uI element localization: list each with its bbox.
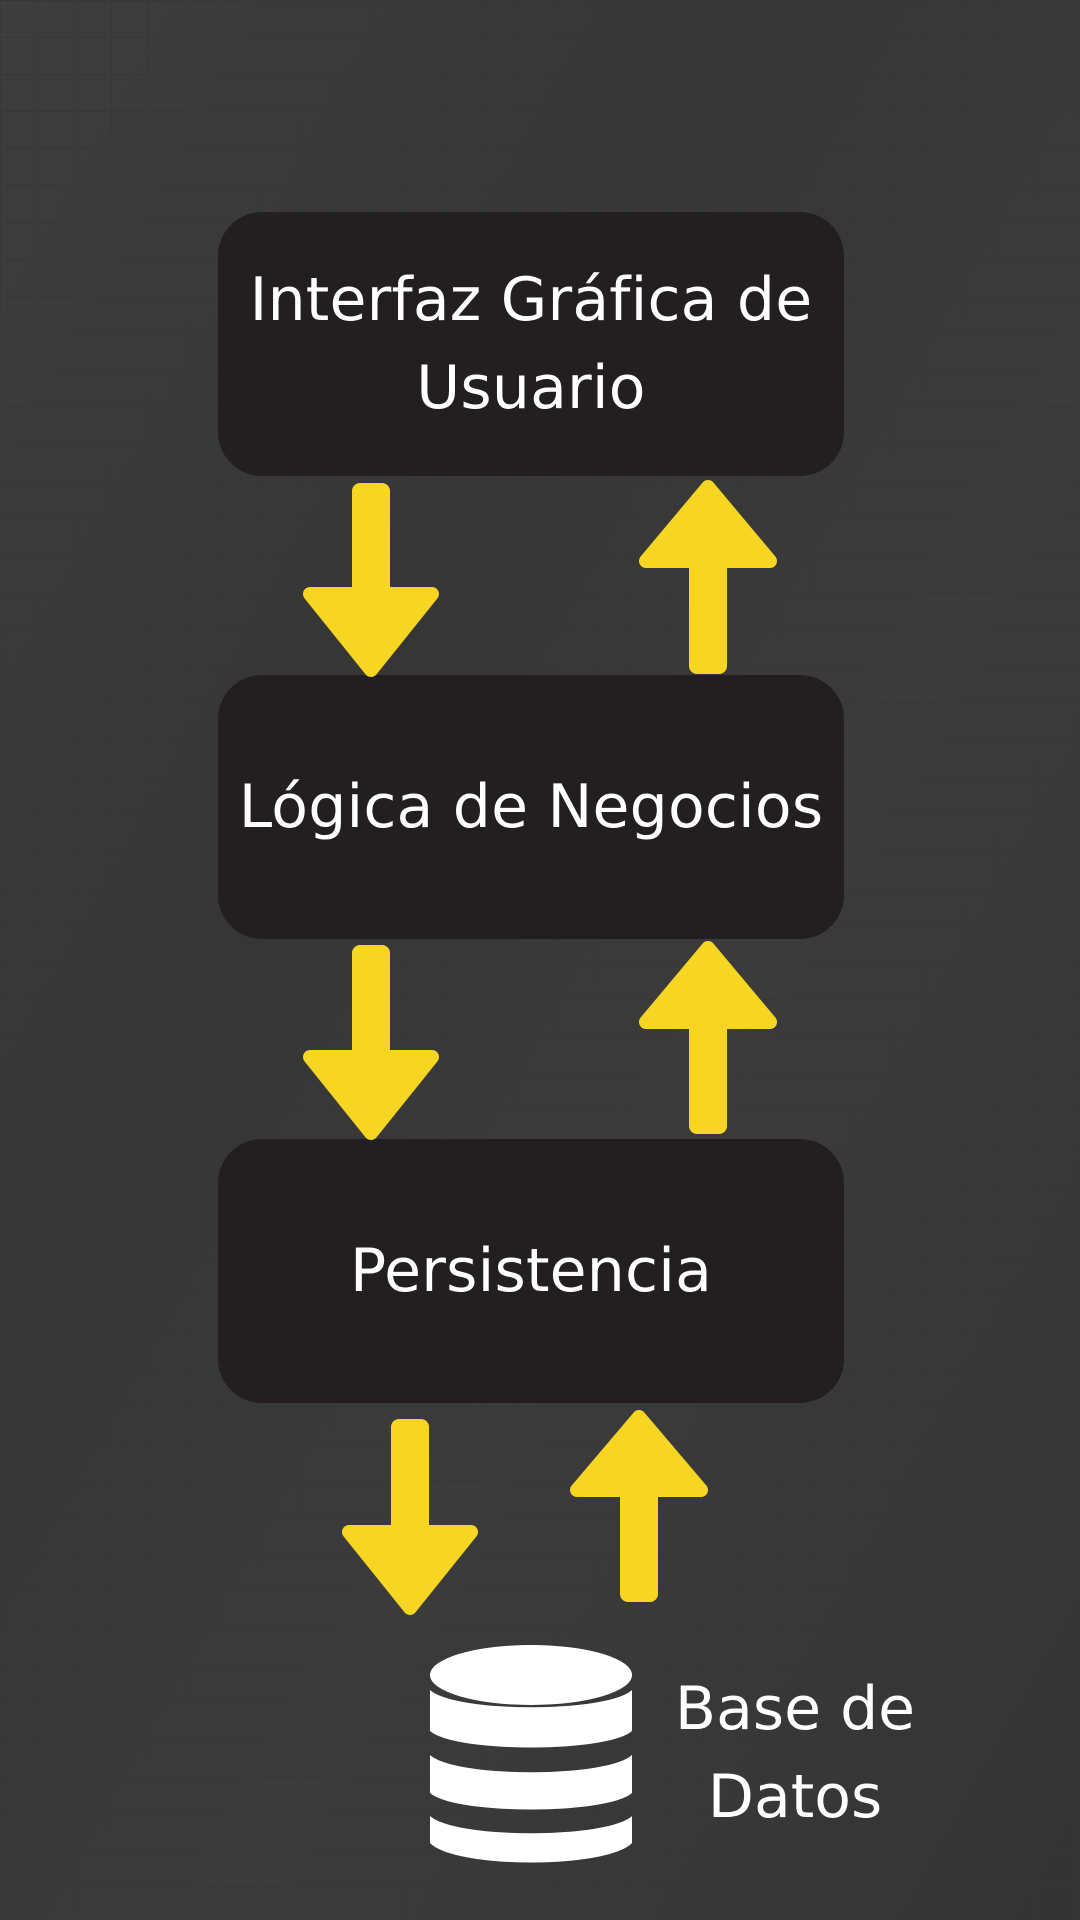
layer-label-persistence: Persistencia [350,1227,712,1315]
layer-box-business-logic: Lógica de Negocios [218,675,844,939]
layer-label-gui: Interfaz Gráfica de Usuario [250,256,813,432]
layer-box-gui: Interfaz Gráfica de Usuario [218,212,844,476]
layer-label-line: Interfaz Gráfica de [249,265,813,335]
layer-label-line: Lógica de Negocios [238,772,824,842]
layer-label-line: Persistencia [349,1236,713,1306]
database-label-line: Datos [707,1762,883,1832]
layer-box-persistence: Persistencia [218,1139,844,1403]
layer-label-line: Usuario [416,353,646,423]
database-label-line: Base de [674,1674,916,1744]
database-icon [430,1645,632,1863]
layer-label-business-logic: Lógica de Negocios [239,763,824,851]
database-label: Base de Datos [660,1665,930,1841]
